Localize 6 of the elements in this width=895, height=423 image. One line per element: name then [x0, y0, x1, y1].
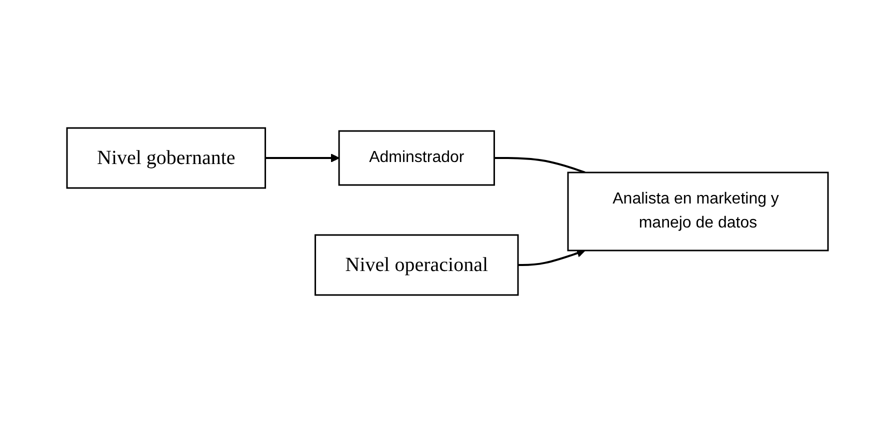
arrow: [265, 154, 340, 162]
node-box: Nivel gobernante: [66, 127, 266, 189]
node-box: Nivel operacional: [314, 234, 519, 296]
connector: [494, 157, 586, 174]
node-box: Analista en marketing y manejo de datos: [567, 172, 829, 252]
node-box: Adminstrador: [338, 130, 495, 186]
